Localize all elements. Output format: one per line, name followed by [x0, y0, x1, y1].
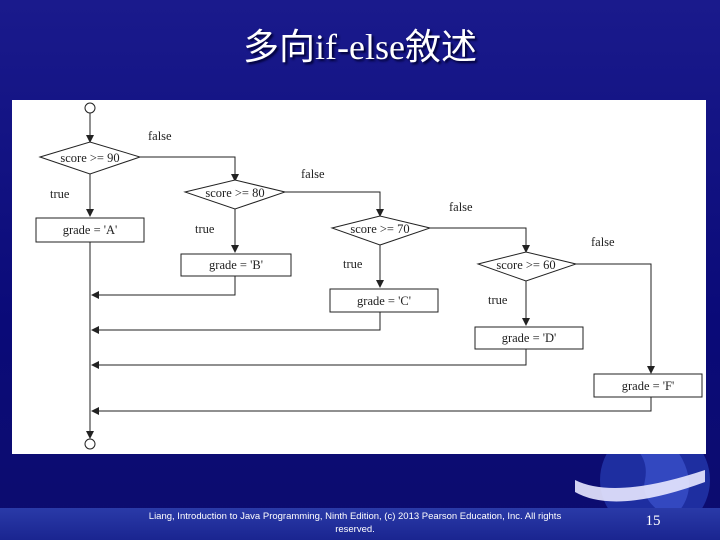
decision-1-false-label: false	[148, 129, 172, 143]
decision-3-condition: score >= 70	[350, 222, 409, 236]
action-c-merge-line	[91, 312, 381, 334]
action-d-text: grade = 'D'	[502, 331, 557, 345]
decision-4-true-label: true	[488, 293, 508, 307]
action-f-merge-line	[91, 397, 652, 415]
decision-2-true-label: true	[195, 222, 215, 236]
decision-4-false-line	[576, 263, 655, 374]
action-d-merge-line	[91, 349, 527, 369]
decision-3-true-label: true	[343, 257, 363, 271]
decision-1-condition: score >= 90	[60, 151, 119, 165]
decision-2-false-line	[285, 191, 384, 217]
action-a-text: grade = 'A'	[63, 223, 118, 237]
decision-4-condition: score >= 60	[496, 258, 555, 272]
end-node	[84, 438, 96, 450]
action-b-box	[180, 253, 292, 277]
action-c-text: grade = 'C'	[357, 294, 411, 308]
action-f-text: grade = 'F'	[622, 379, 675, 393]
decision-3-false-label: false	[449, 200, 473, 214]
start-node	[84, 102, 96, 114]
page-number: 15	[645, 513, 661, 529]
decision-2-false-label: false	[301, 167, 325, 181]
action-b-merge-line	[91, 276, 236, 299]
decision-2-condition: score >= 80	[205, 186, 264, 200]
decision-4-false-label: false	[591, 235, 615, 249]
flowchart-svg: score >= 90 score >= 80 score >= 70 scor…	[35, 102, 703, 450]
action-a-box	[35, 217, 145, 243]
flowchart-panel: score >= 90 score >= 80 score >= 70 scor…	[12, 100, 706, 454]
action-b-text: grade = 'B'	[209, 258, 263, 272]
footer-bar	[0, 508, 720, 540]
footer-copyright: Liang, Introduction to Java Programming,…	[148, 511, 562, 535]
decision-1-true-label: true	[50, 187, 70, 201]
decision-1-false-line	[140, 156, 239, 182]
decision-3-false-line	[430, 227, 530, 253]
slide-title: 多向if-else敘述	[243, 27, 477, 67]
action-c-box	[329, 288, 439, 313]
action-f-box	[593, 373, 703, 398]
action-d-box	[474, 326, 584, 350]
